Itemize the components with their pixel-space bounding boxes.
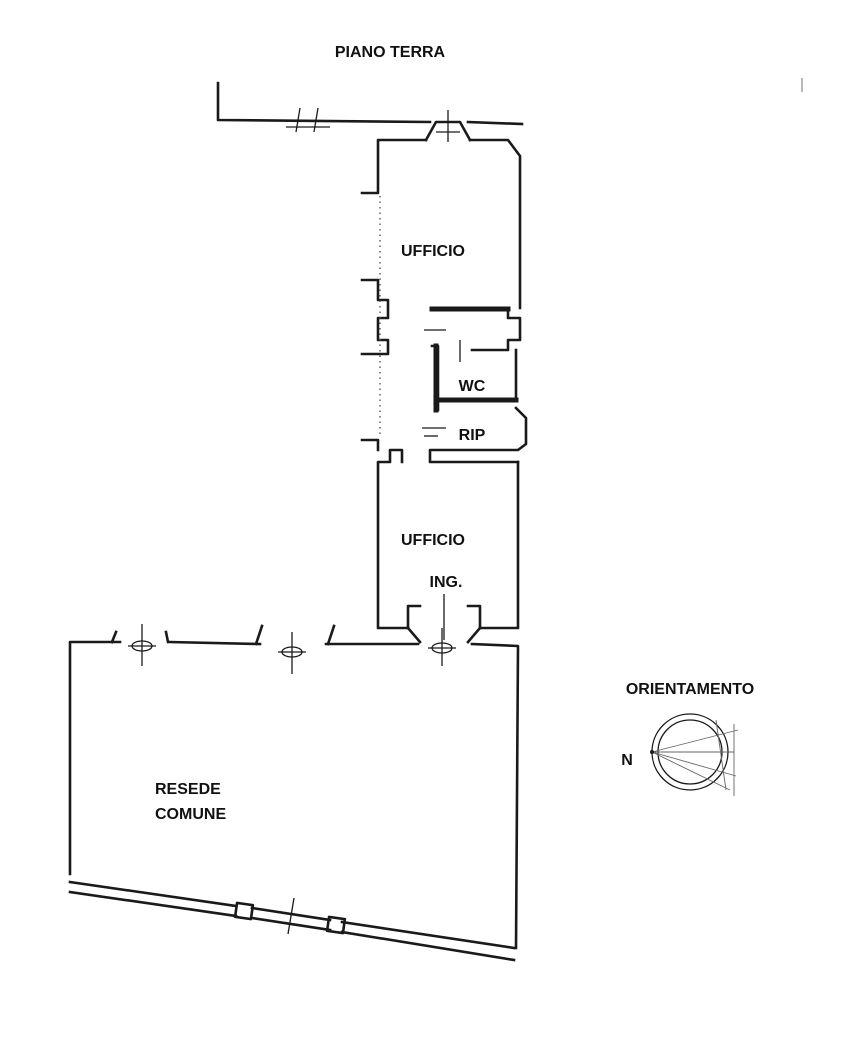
upper-office-walls — [360, 138, 522, 452]
top-boundary-wall — [216, 81, 524, 133]
courtyard-window-middle — [278, 632, 306, 674]
lower-office-walls — [376, 448, 520, 644]
wc-walls — [424, 306, 522, 413]
room-label-comune: COMUNE — [155, 806, 226, 823]
courtyard-walls — [68, 624, 520, 950]
bottom-boundary-wall — [68, 880, 516, 962]
room-label-ingresso: ING. — [430, 574, 463, 591]
room-label-resede: RESEDE — [155, 781, 221, 798]
north-label: N — [621, 752, 633, 769]
room-label-wc: WC — [459, 378, 486, 395]
courtyard-window-right — [428, 628, 456, 666]
rip-walls — [422, 406, 528, 464]
plan-title: PIANO TERRA — [335, 44, 446, 61]
orientation-title: ORIENTAMENTO — [626, 681, 754, 698]
room-label-ufficio-lower: UFFICIO — [401, 532, 465, 549]
orientation-compass: ORIENTAMENTO N — [621, 681, 754, 796]
room-label-ufficio-upper: UFFICIO — [401, 243, 465, 260]
courtyard-window-left — [128, 624, 156, 666]
top-window — [424, 110, 472, 142]
room-label-rip: RIP — [459, 427, 486, 444]
